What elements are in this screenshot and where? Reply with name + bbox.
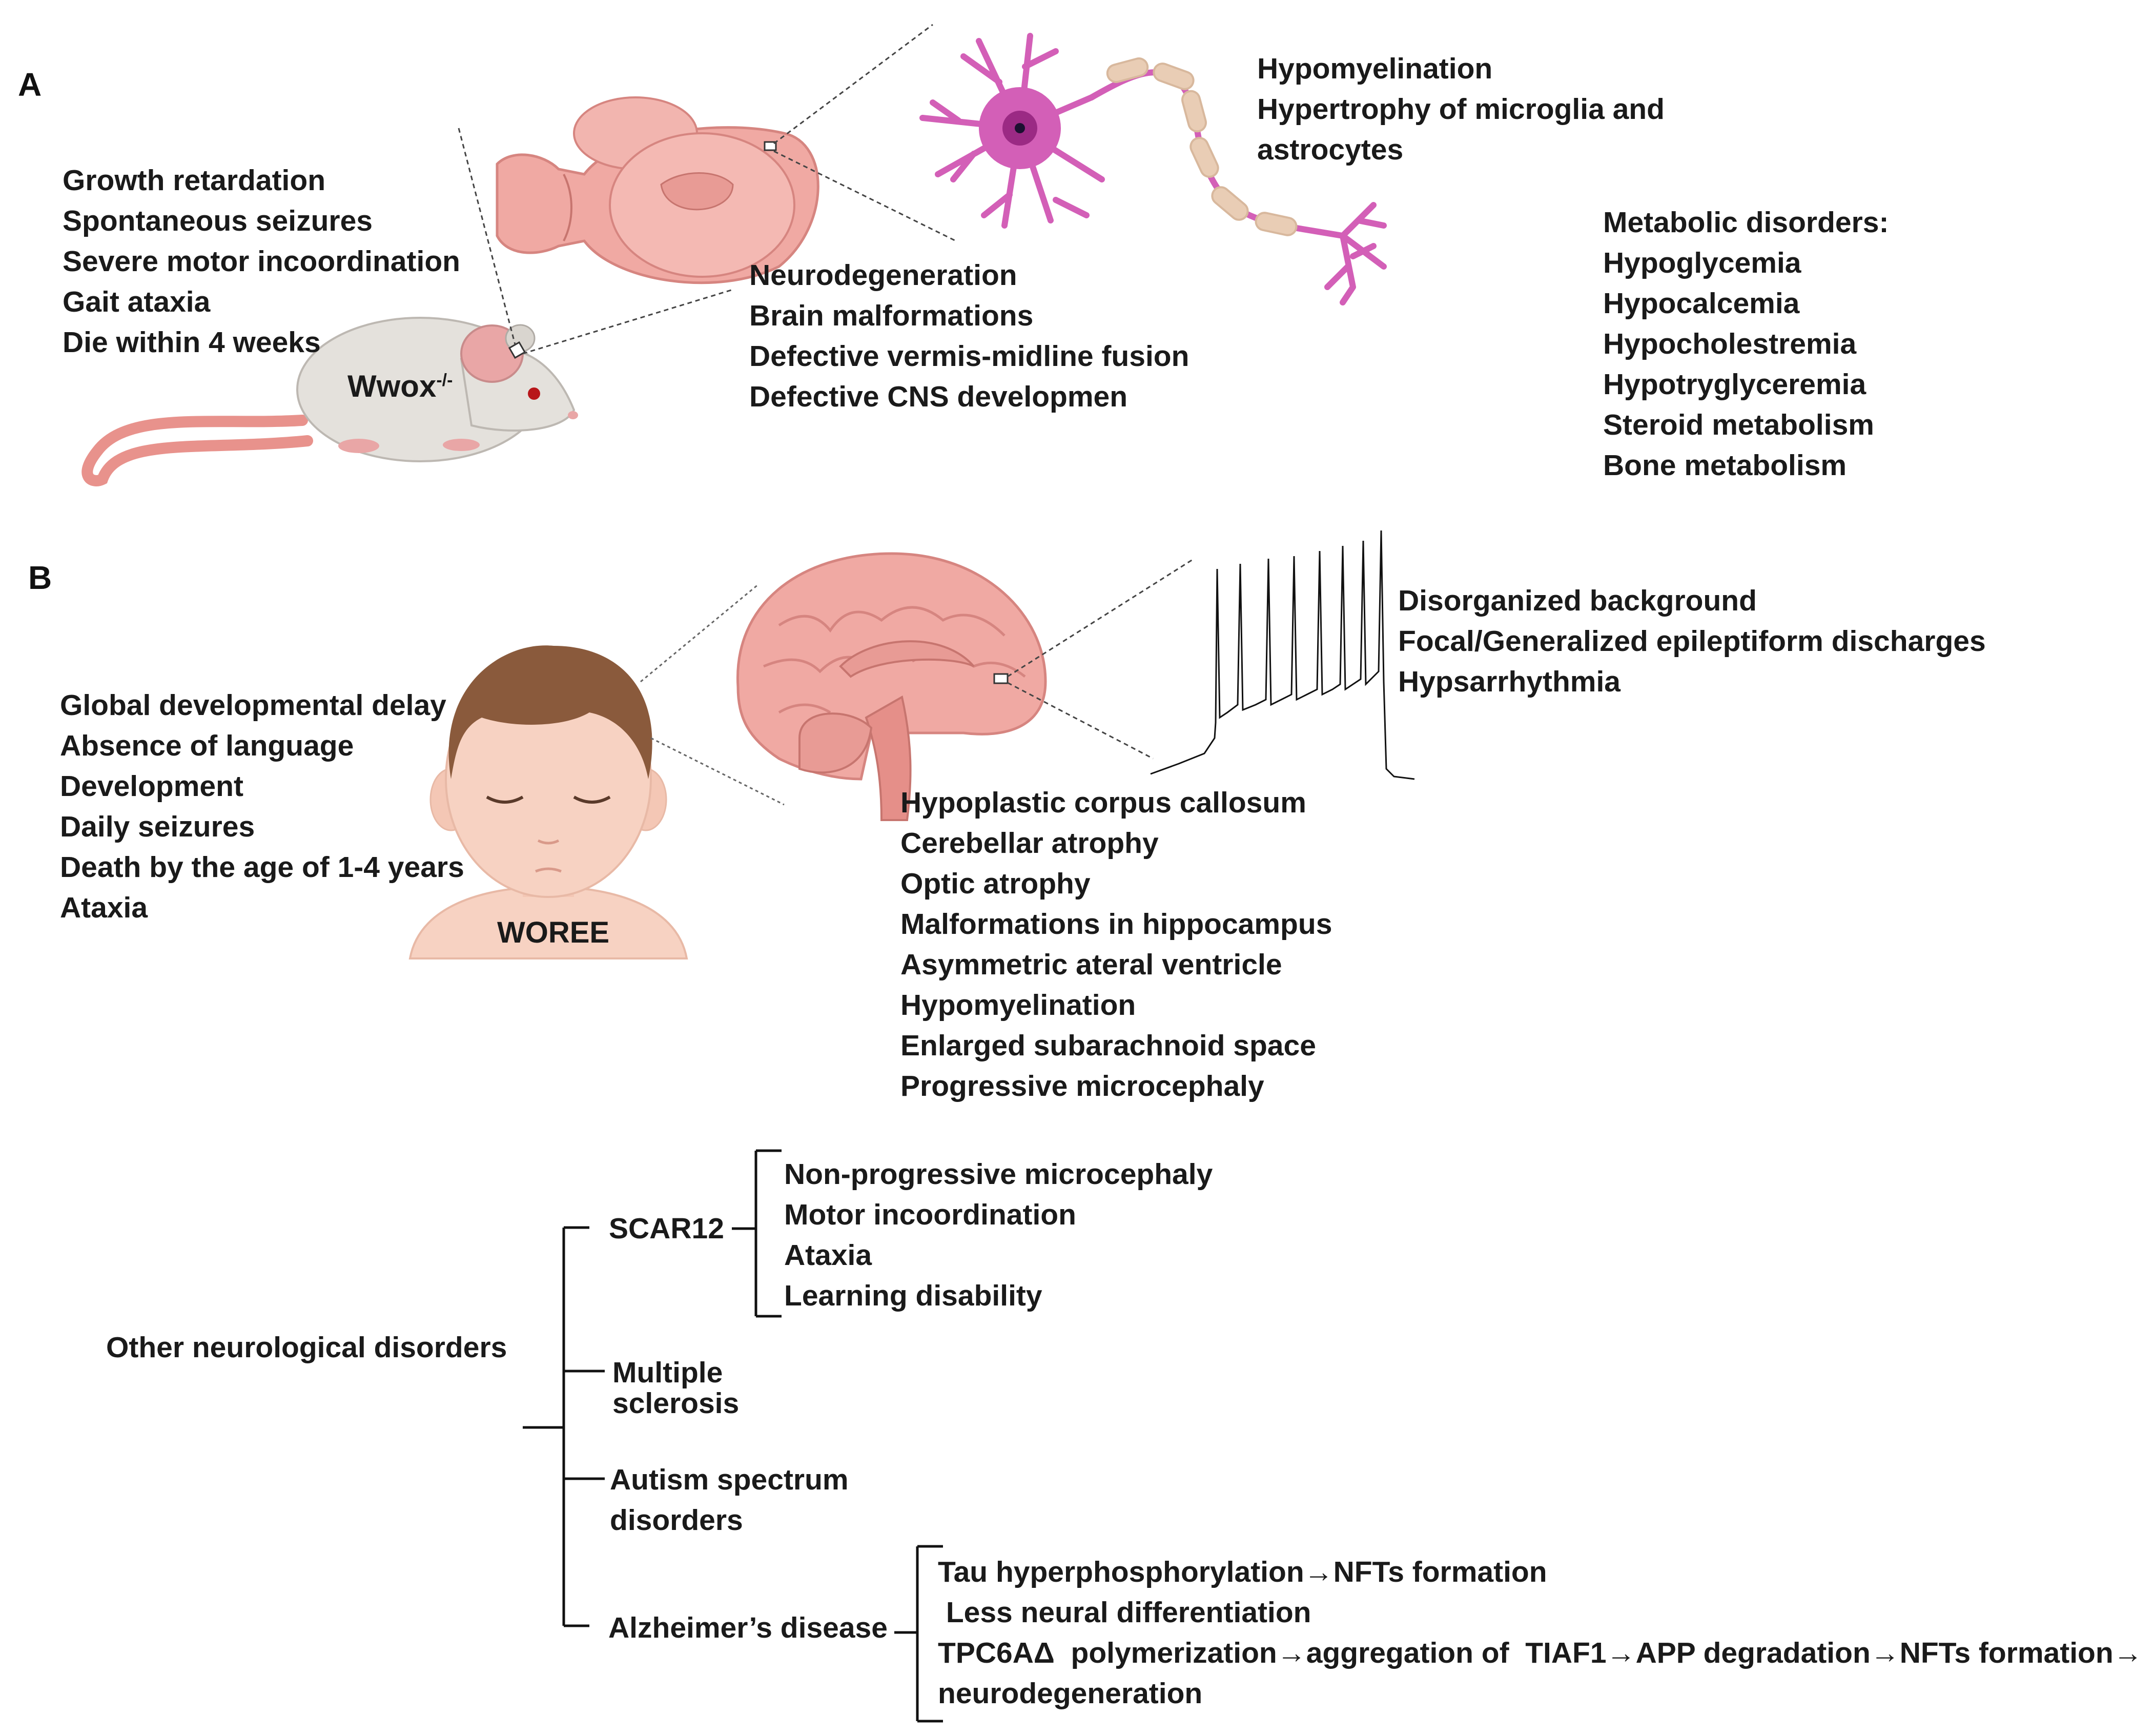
mouse-phenotype-item: Gait ataxia [63, 285, 211, 318]
alzheimers-item: neurodegeneration [938, 1677, 1203, 1710]
metabolic-item: Hypocholestremia [1603, 328, 1857, 360]
neuron-findings: Hypomyelination Hypertrophy of microglia… [1257, 49, 1665, 170]
mouse-brain-findings: Neurodegeneration Brain malformations De… [749, 255, 1189, 417]
baby-illustration [408, 645, 688, 959]
human-brain-finding-item: Cerebellar atrophy [900, 827, 1159, 860]
autism-label: Autism spectrum disorders [610, 1463, 849, 1537]
mouse-phenotype-item: Spontaneous seizures [63, 205, 373, 237]
alzheimers-label: Alzheimer’s disease [608, 1611, 888, 1644]
neuron-finding-item: Hypomyelination [1257, 52, 1493, 85]
brain-finding-item: Brain malformations [749, 299, 1034, 332]
human-brain-findings: Hypoplastic corpus callosum Cerebellar a… [900, 783, 1332, 1107]
myelin-sheaths [1106, 57, 1298, 236]
brain-finding-item: Neurodegeneration [749, 259, 1017, 292]
mouse-genotype-label: Wwox-/- [347, 369, 453, 403]
mouse-phenotype-item: Growth retardation [63, 164, 326, 197]
baby-phenotypes: Global developmental delay Absence of la… [60, 685, 464, 928]
alzheimers-item: Less neural differentiation [938, 1596, 1311, 1629]
scar12-item: Non-progressive microcephaly [784, 1158, 1213, 1191]
human-brain-finding-item: Asymmetric ateral ventricle [900, 948, 1282, 981]
neuron-finding-item: Hypertrophy of microglia and [1257, 93, 1665, 126]
eeg-trace [1150, 530, 1415, 780]
human-brain-finding-item: Optic atrophy [900, 867, 1091, 900]
scar12-features: Non-progressive microcephaly Motor incoo… [784, 1154, 1213, 1316]
panel-a-label: A [18, 66, 42, 103]
woree-phenotype-item: Death by the age of 1-4 years [60, 851, 464, 884]
metabolic-disorders: Metabolic disorders: Hypoglycemia Hypoca… [1603, 202, 1889, 486]
tree-connectors [523, 1149, 943, 1723]
metabolic-item: Hypoglycemia [1603, 247, 1801, 279]
human-brain-finding-item: Hypomyelination [900, 989, 1136, 1022]
woree-phenotype-item: Daily seizures [60, 810, 255, 843]
woree-phenotype-item: Global developmental delay [60, 689, 446, 722]
neuron-finding-item: astrocytes [1257, 133, 1404, 166]
other-disorders-root: Other neurological disorders [106, 1331, 507, 1364]
eeg-finding-item: Focal/Generalized epileptiform discharge… [1398, 625, 1986, 658]
metabolic-item: Bone metabolism [1603, 449, 1847, 482]
human-brain-finding-item: Progressive microcephaly [900, 1070, 1264, 1102]
scar12-item: Learning disability [784, 1279, 1042, 1312]
scar12-item: Ataxia [784, 1239, 872, 1272]
mouse-brain-illustration [496, 96, 819, 284]
baby-label: WOREE [497, 916, 610, 949]
woree-phenotype-item: Ataxia [60, 891, 148, 924]
metabolic-item: Metabolic disorders: [1603, 206, 1889, 239]
eeg-findings: Disorganized background Focal/Generalize… [1398, 581, 1986, 702]
scar12-label: SCAR12 [609, 1212, 724, 1245]
alzheimers-features: Tau hyperphosphorylation→NFTs formation … [938, 1552, 2143, 1714]
human-brain-finding-item: Hypoplastic corpus callosum [900, 786, 1306, 819]
metabolic-item: Hypotryglyceremia [1603, 368, 1866, 401]
alzheimers-item: Tau hyperphosphorylation→NFTs formation [938, 1556, 1547, 1588]
alzheimers-item: TPC6AΔ polymerization→aggregation of TIA… [938, 1637, 2143, 1669]
mouse-phenotype-item: Die within 4 weeks [63, 326, 321, 359]
eeg-finding-item: Disorganized background [1398, 584, 1757, 617]
human-brain-finding-item: Enlarged subarachnoid space [900, 1029, 1316, 1062]
brain-finding-item: Defective CNS developmen [749, 380, 1128, 413]
panel-b-label: B [28, 559, 52, 596]
metabolic-item: Hypocalcemia [1603, 287, 1800, 320]
mouse-phenotype-item: Severe motor incoordination [63, 245, 460, 278]
eeg-finding-item: Hypsarrhythmia [1398, 665, 1620, 698]
woree-phenotype-item: Absence of language [60, 729, 354, 762]
human-brain-finding-item: Malformations in hippocampus [900, 908, 1332, 941]
human-brain-illustration [736, 552, 1047, 821]
metabolic-item: Steroid metabolism [1603, 409, 1874, 441]
woree-phenotype-item: Development [60, 770, 243, 803]
mouse-phenotypes: Growth retardation Spontaneous seizures … [63, 160, 460, 363]
brain-finding-item: Defective vermis-midline fusion [749, 340, 1189, 373]
scar12-item: Motor incoordination [784, 1198, 1076, 1231]
mouse-illustration [81, 317, 578, 486]
multiple-sclerosis-label: Multiple sclerosis [612, 1356, 740, 1420]
